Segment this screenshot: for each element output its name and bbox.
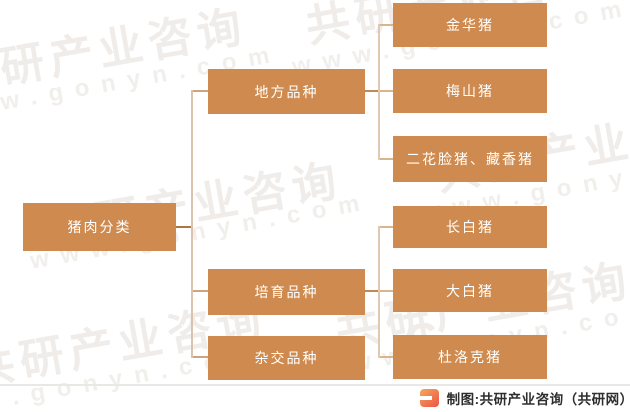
node-landrace-pig: 长白猪 [393, 206, 547, 248]
connector-child-erhualian [380, 158, 393, 160]
node-jinhua-pig: 金华猪 [393, 3, 547, 47]
connector-trunk-vertical [191, 90, 193, 358]
connector-root-stub [176, 226, 192, 228]
node-cultivated-breeds: 培育品种 [208, 269, 365, 315]
connector-branch-cultivated [193, 290, 208, 292]
connector-local-fan-vertical [378, 24, 380, 160]
connector-cultivated-fan-stub [365, 290, 378, 292]
node-hybrid-breeds: 杂交品种 [208, 336, 365, 380]
node-root-pork-classification: 猪肉分类 [23, 203, 176, 251]
node-largewhite-pig: 大白猪 [393, 269, 547, 312]
node-duroc-pig: 杜洛克猪 [393, 335, 547, 379]
footer-separator [0, 384, 630, 386]
footer-credit-bar: 制图:共研产业咨询（共研网） [420, 388, 630, 408]
connector-child-jinhua [380, 24, 393, 26]
connector-branch-local [193, 90, 208, 92]
connector-branch-hybrid [193, 356, 208, 358]
node-local-breeds: 地方品种 [208, 69, 365, 114]
node-meishan-pig: 梅山猪 [393, 69, 547, 113]
connector-local-fan-stub [365, 90, 378, 92]
connector-child-largewhite [380, 290, 393, 292]
gongyan-logo-icon [420, 389, 439, 407]
node-erhualian-tibetan-pig: 二花脸猪、藏香猪 [393, 136, 547, 182]
connector-child-meishan [380, 90, 393, 92]
connector-child-landrace [380, 226, 393, 228]
connector-cultivated-fan-vertical [378, 226, 380, 358]
footer-credit-text: 制图:共研产业咨询（共研网） [446, 392, 630, 407]
connector-child-duroc [380, 356, 393, 358]
